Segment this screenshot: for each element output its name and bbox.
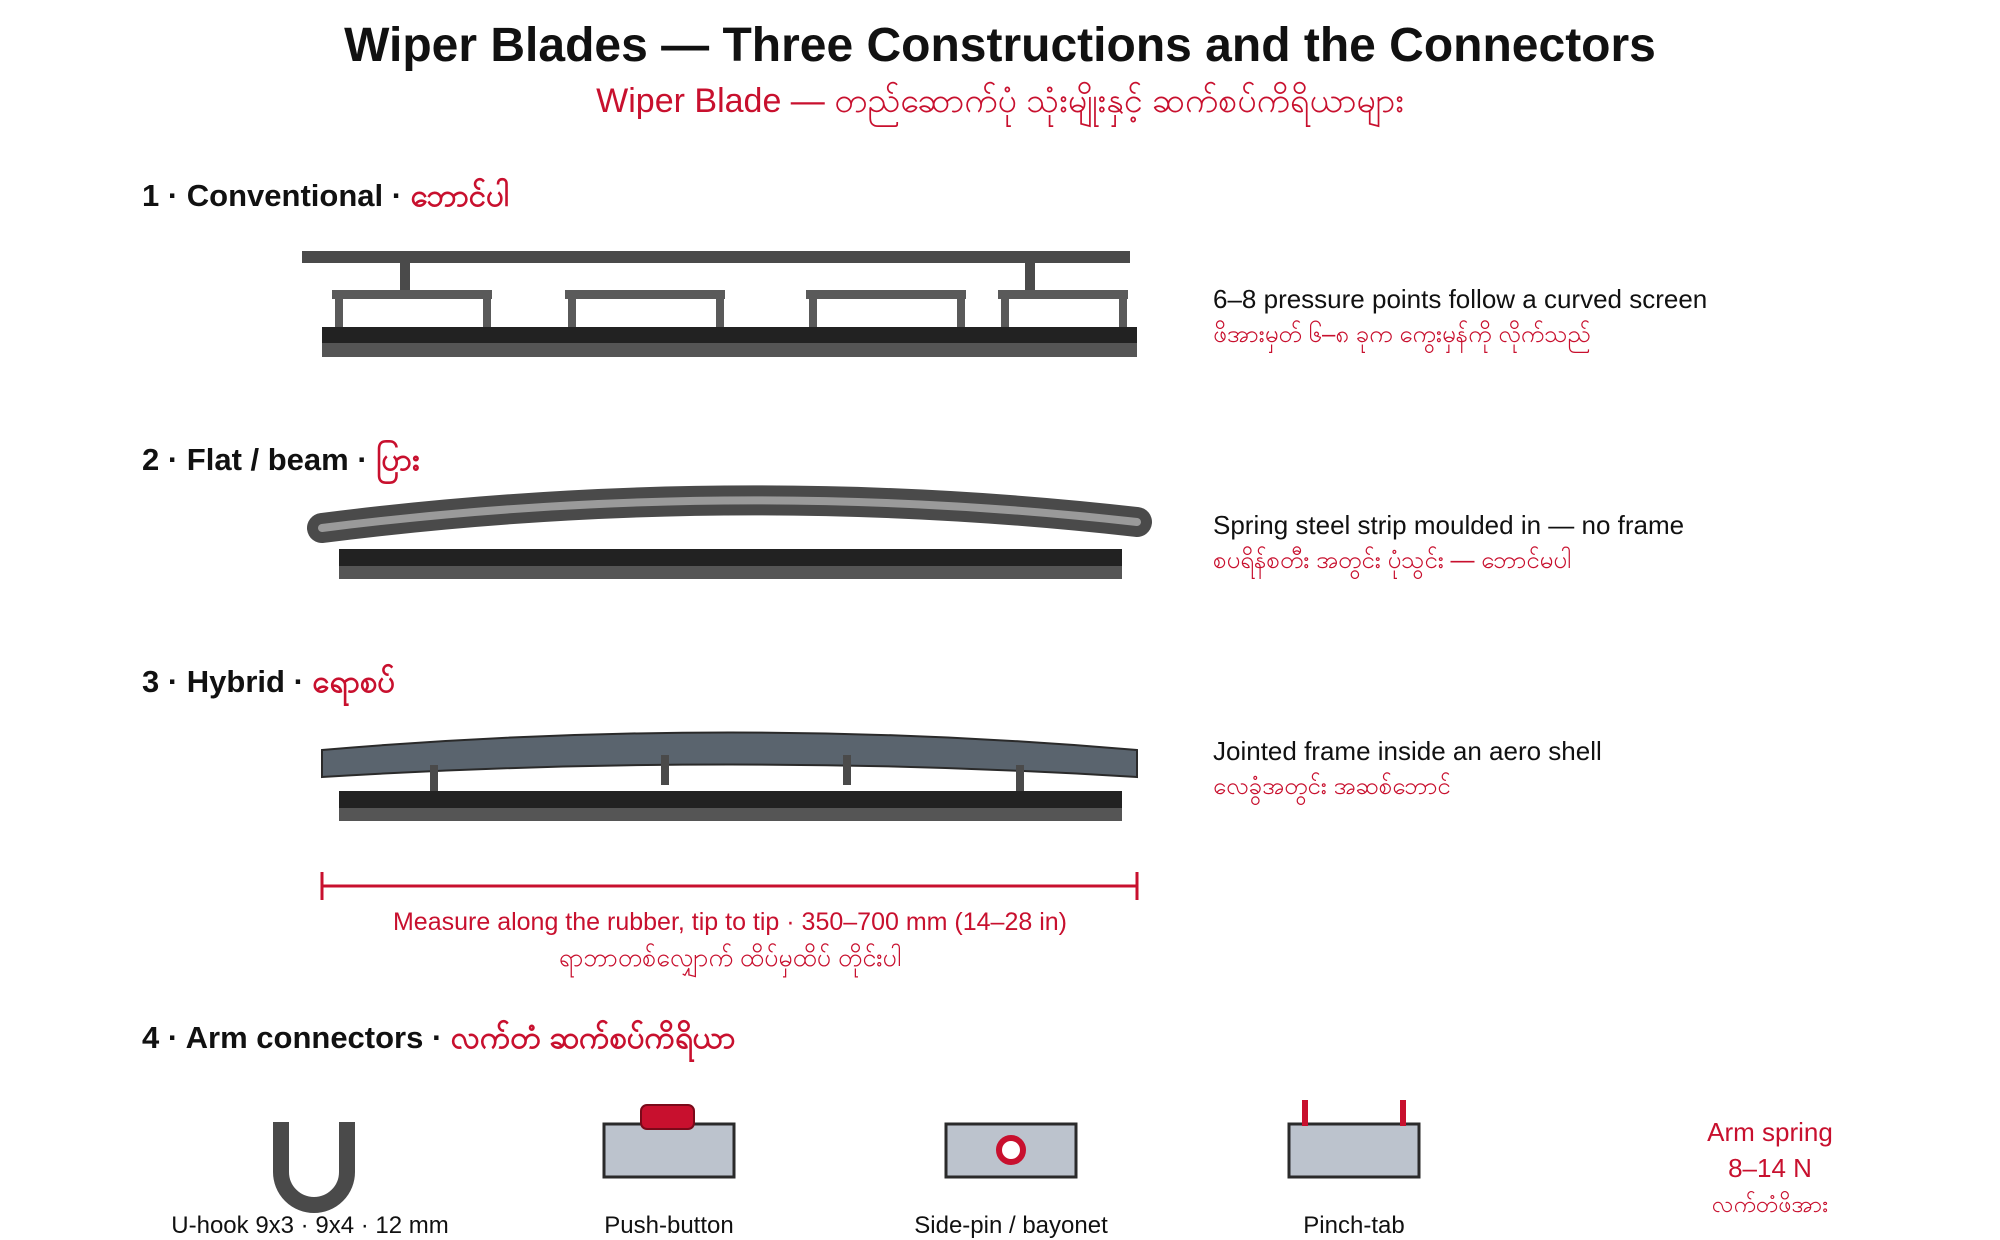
section-heading-burmese: ဘောင်ပါ — [410, 178, 510, 213]
page-title: Wiper Blades — Three Constructions and t… — [344, 19, 1656, 72]
measure-dimension-line — [320, 872, 1139, 900]
aero-shell — [321, 731, 1138, 779]
rubber-base — [339, 808, 1122, 821]
yoke-joint — [1025, 263, 1035, 293]
rubber-base — [322, 343, 1137, 357]
section-conventional-heading: 1 · Conventional · ဘောင်ပါ — [142, 176, 509, 222]
arm-spring-burmese: လက်တံဖိအား — [1711, 1191, 1828, 1217]
secondary-yokes — [332, 290, 1128, 329]
flat-note-burmese: စပရိန်စတီး အတွင်း ပုံသွင်း — ဘောင်မပါ — [1213, 547, 1572, 574]
conventional-blade-drawing — [302, 251, 1137, 357]
hybrid-note: Jointed frame inside an aero shell — [1213, 736, 1602, 766]
section-heading-text: 2 · Flat / beam · — [142, 442, 377, 477]
flat-blade-drawing — [307, 485, 1152, 579]
primary-yoke — [302, 251, 1130, 263]
spring-steel-strip — [318, 496, 1141, 532]
section-heading-burmese: ပြား — [376, 442, 420, 477]
pinch-tab-label: Pinch-tab — [1303, 1212, 1405, 1239]
rubber-base — [339, 566, 1122, 579]
conventional-note-burmese: ဖိအားမှတ် ၆–၈ ခုက ကွေးမှန်ကို လိုက်သည် — [1213, 321, 1591, 348]
pinch-tab-connector-icon — [1287, 1100, 1421, 1179]
section-heading-burmese: ရောစပ် — [312, 664, 396, 699]
section-heading-burmese: လက်တံ ဆက်စပ်ကိရိယာ — [450, 1020, 736, 1055]
rubber-squeegee — [339, 791, 1122, 808]
side-pin-connector-icon — [944, 1122, 1078, 1179]
section-connectors-heading: 4 · Arm connectors · လက်တံ ဆက်စပ်ကိရိယာ — [142, 1018, 736, 1064]
section-hybrid-heading: 3 · Hybrid · ရောစပ် — [142, 662, 395, 708]
hybrid-blade-drawing — [321, 731, 1138, 821]
measure-label: Measure along the rubber, tip to tip · 3… — [392, 908, 1067, 936]
flat-note: Spring steel strip moulded in — no frame — [1213, 510, 1685, 540]
arm-spring-value: 8–14 N — [1728, 1153, 1812, 1183]
section-heading-text: 3 · Hybrid · — [142, 664, 313, 699]
section-flat-heading: 2 · Flat / beam · ပြား — [142, 440, 420, 486]
section-heading-text: 1 · Conventional · — [142, 178, 411, 213]
rubber-squeegee — [322, 327, 1137, 343]
inner-frame-joints — [430, 755, 1024, 793]
conventional-note: 6–8 pressure points follow a curved scre… — [1213, 284, 1708, 314]
rubber-squeegee — [339, 549, 1122, 566]
push-button-connector-icon — [602, 1104, 736, 1179]
u-hook-icon — [273, 1122, 355, 1213]
u-hook-label: U-hook 9x3 · 9x4 · 12 mm — [171, 1212, 449, 1239]
arm-spring-title: Arm spring — [1707, 1117, 1833, 1147]
section-heading-text: 4 · Arm connectors · — [142, 1020, 451, 1055]
arm-spring-callout: Arm spring 8–14 N လက်တံဖိအား — [1650, 1114, 1890, 1222]
yoke-joint — [400, 263, 410, 293]
page-subtitle: Wiper Blade — တည်ဆောက်ပုံ သုံးမျိုးနှင့်… — [596, 82, 1404, 120]
push-button-label: Push-button — [604, 1212, 734, 1239]
side-pin-label: Side-pin / bayonet — [914, 1212, 1108, 1239]
hybrid-note-burmese: လေခွံအတွင်း အဆစ်ဘောင် — [1213, 773, 1451, 800]
measure-label-burmese: ရာဘာတစ်လျှောက် ထိပ်မှထိပ် တိုင်းပါ — [558, 944, 902, 972]
